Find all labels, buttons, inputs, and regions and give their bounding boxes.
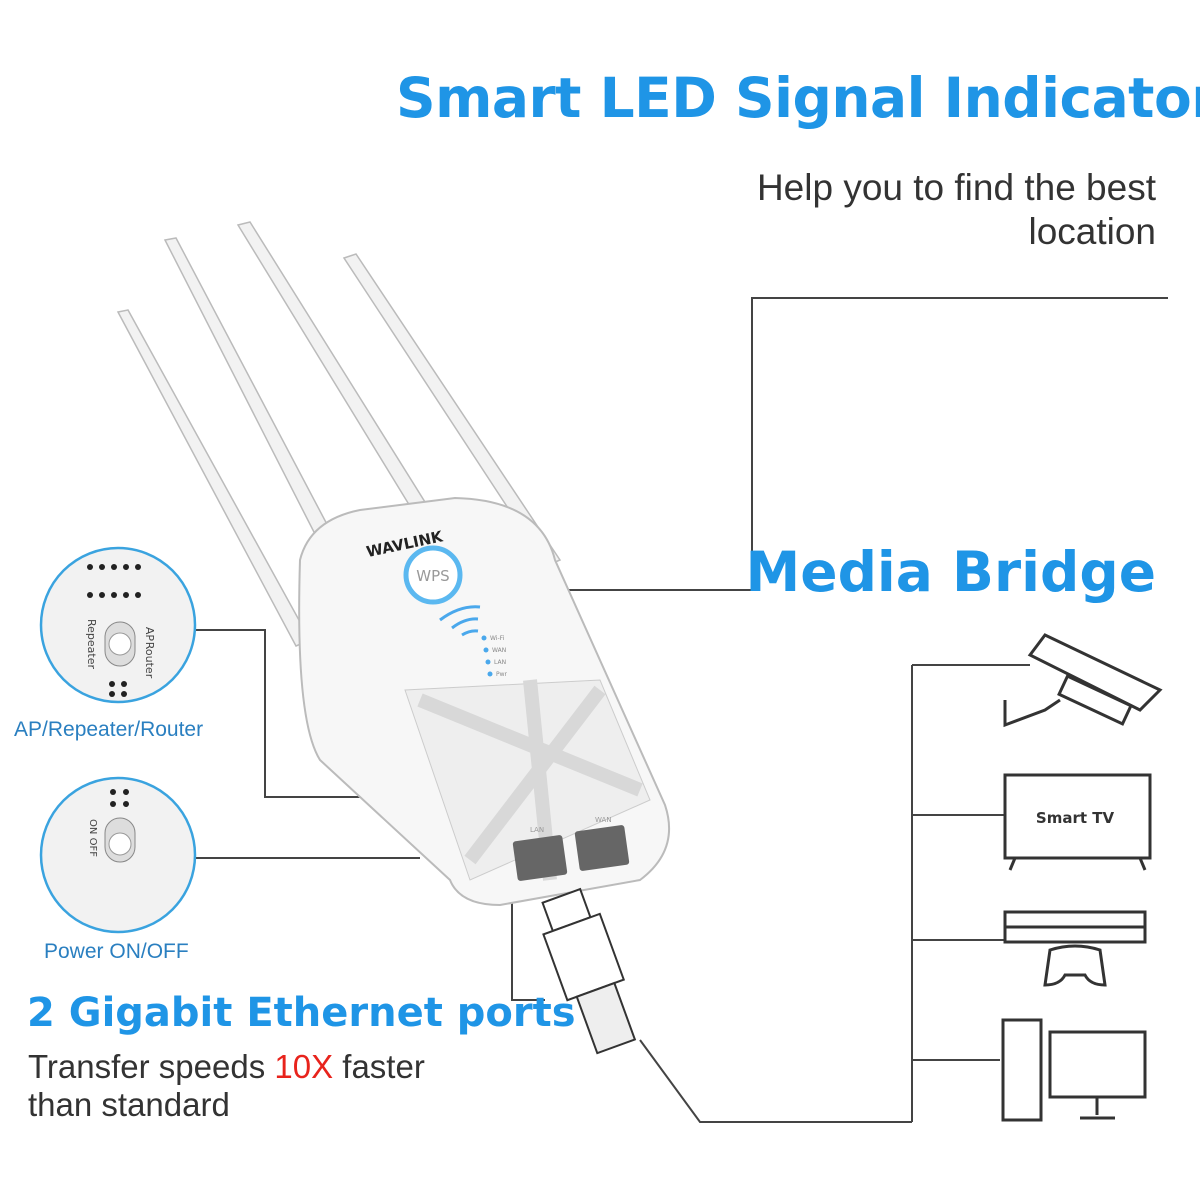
svg-text:Repeater: Repeater	[85, 619, 98, 669]
lan-port-label: LAN	[530, 826, 544, 834]
antennas	[116, 221, 562, 647]
media-bridge-heading: Media Bridge	[745, 540, 1156, 604]
mode-switch-label: AP/Repeater/Router	[14, 718, 204, 741]
desktop-computer-icon	[1001, 1018, 1147, 1122]
power-switch-label: Power ON/OFF	[44, 940, 189, 963]
mode-switch-detail: Repeater AP Router	[39, 546, 197, 704]
wifi-icon	[439, 605, 481, 637]
svg-text:AP: AP	[143, 627, 156, 642]
wps-button[interactable]	[403, 545, 463, 605]
ethernet-subtext: Transfer speeds 10X faster than standard	[28, 1048, 425, 1124]
ethernet-subtext-line2: than standard	[28, 1086, 230, 1123]
ethernet-subtext-pre: Transfer speeds	[28, 1048, 275, 1085]
led-subtext-line2: location	[1028, 211, 1156, 252]
power-switch-detail: ON OFF	[39, 776, 197, 934]
router-body: WAVLINK WPS Wi-Fi WAN LAN Pwr LAN WAN	[298, 496, 671, 907]
tv-label: Smart TV	[1036, 809, 1115, 827]
svg-text:Wi-Fi: Wi-Fi	[490, 635, 505, 642]
svg-text:Pwr: Pwr	[496, 671, 508, 678]
svg-text:WAN: WAN	[492, 647, 506, 654]
ethernet-heading: 2 Gigabit Ethernet ports	[27, 990, 576, 1036]
led-indicator-subtext: Help you to find the best location	[757, 166, 1156, 254]
wps-label: WPS	[416, 567, 449, 585]
smart-tv-icon: Smart TV	[1003, 773, 1152, 871]
svg-text:LAN: LAN	[494, 659, 506, 666]
security-camera-icon	[1003, 633, 1163, 728]
svg-text:Router: Router	[143, 642, 156, 679]
callout-lines	[195, 297, 1168, 1123]
wan-port-label: WAN	[595, 816, 612, 824]
ethernet-subtext-post: faster	[333, 1048, 425, 1085]
ethernet-connector	[541, 887, 637, 1055]
led-indicators: Wi-Fi WAN LAN Pwr	[481, 635, 508, 678]
led-indicator-heading: Smart LED Signal Indicator	[396, 66, 1200, 130]
led-subtext-line1: Help you to find the best	[756, 167, 1156, 208]
svg-text:ON OFF: ON OFF	[87, 819, 98, 857]
game-console-icon	[1003, 910, 1147, 987]
speed-highlight: 10X	[274, 1048, 334, 1085]
